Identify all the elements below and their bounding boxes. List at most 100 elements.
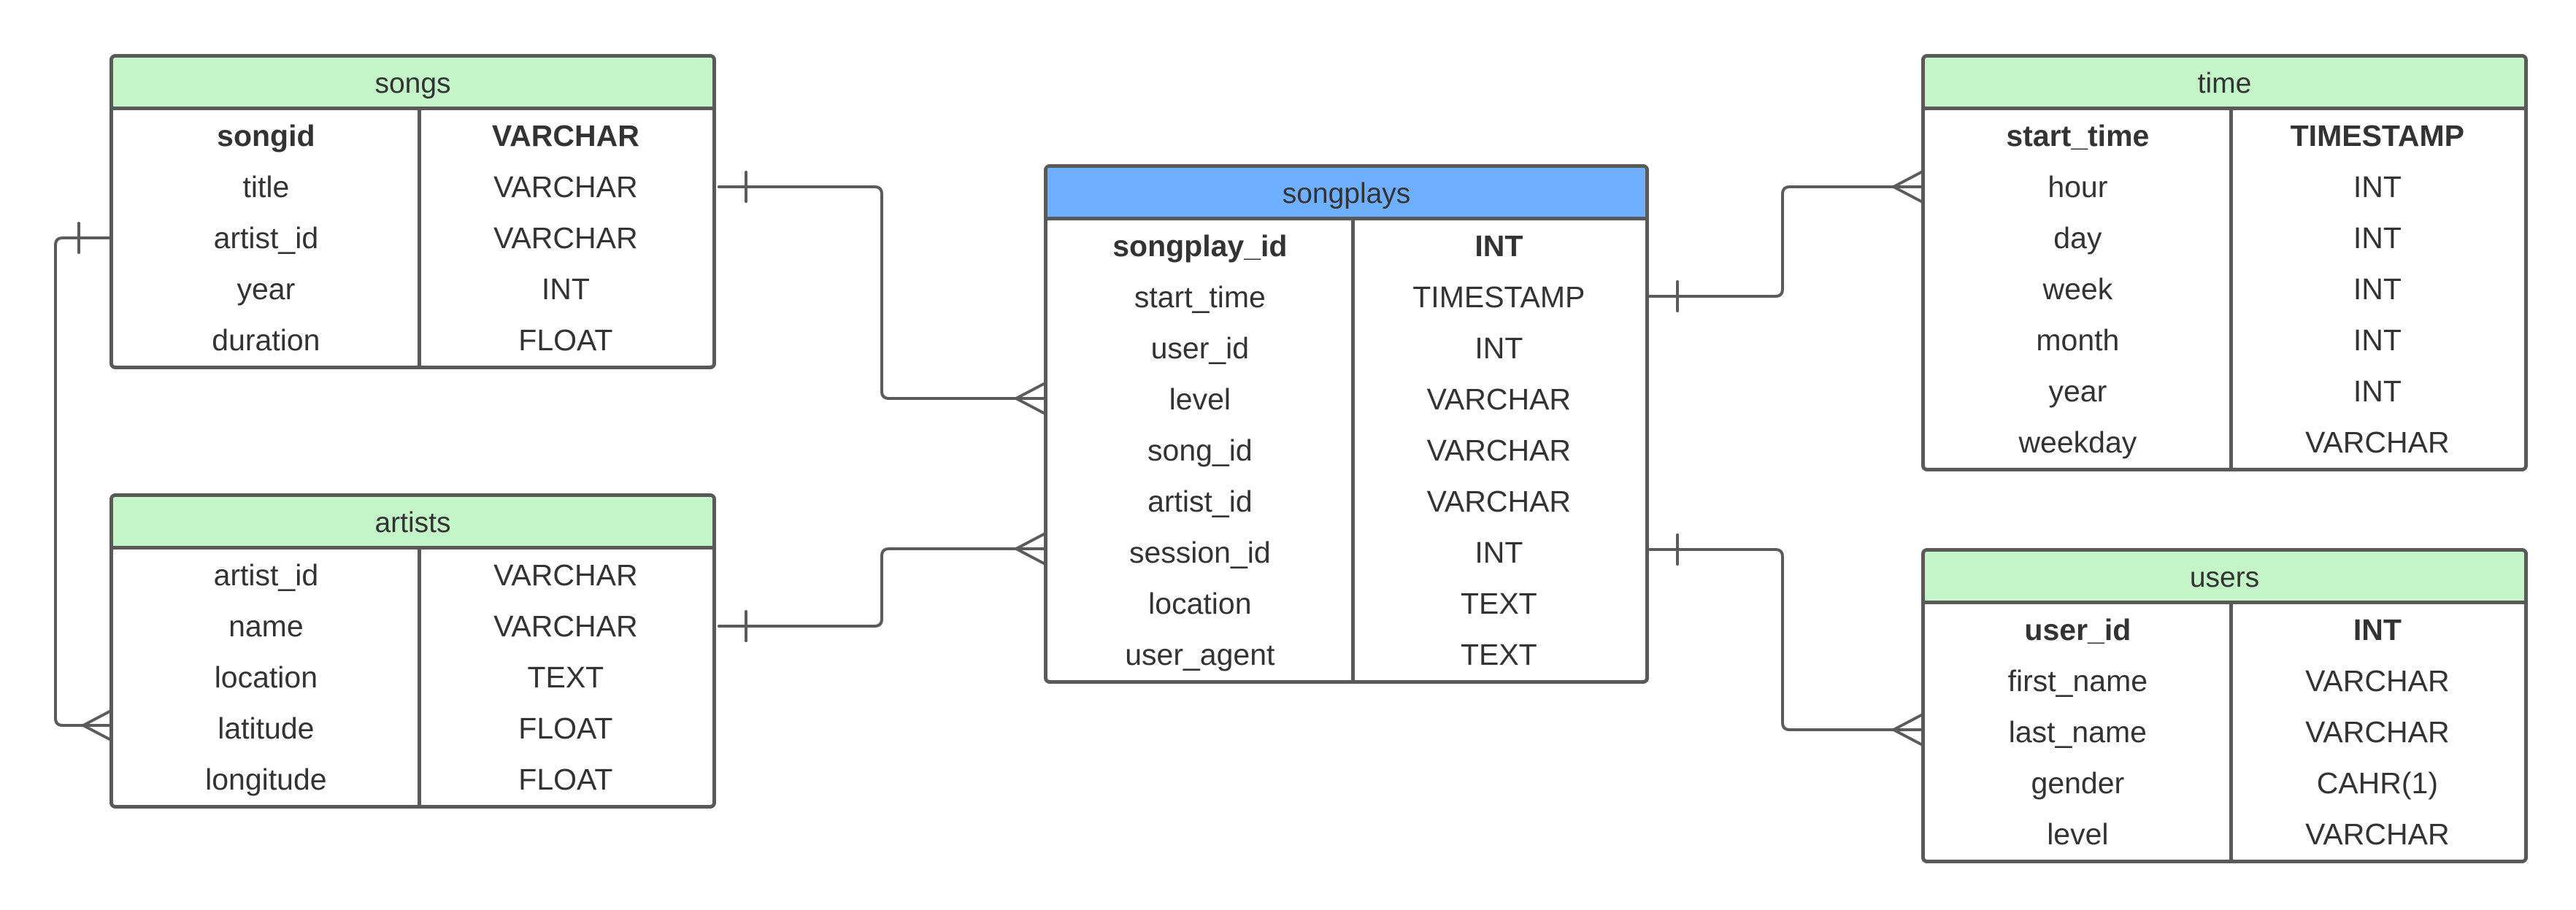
column-type: FLOAT [518,763,613,796]
column-name: level [1169,382,1231,416]
column-type: VARCHAR [1426,382,1572,416]
column-name: song_id [1147,433,1253,467]
connector-artists-songplays [718,533,1045,642]
column-name: month [2036,323,2120,357]
table-header-artists: artists [113,497,712,550]
column-name: day [2053,221,2102,255]
column-type: INT [1475,229,1523,263]
column-type: INT [2353,374,2402,408]
column-name: hour [2048,170,2108,204]
table-row[interactable]: user_id INT [1047,323,1645,374]
primary-key-row[interactable]: user_id INT [1925,604,2524,655]
column-type: TEXT [527,660,604,694]
column-name: gender [2031,766,2125,800]
primary-key-row[interactable]: start_time TIMESTAMP [1925,110,2524,161]
primary-key-row[interactable]: songplay_id INT [1047,220,1645,271]
table-row[interactable]: session_id INT [1047,527,1645,578]
column-type: VARCHAR [2305,664,2450,698]
column-name: songplay_id [1112,229,1288,263]
column-name: latitude [218,712,315,745]
connector-songplays-time [1648,171,1923,312]
table-row[interactable]: week INT [1925,263,2524,315]
column-name: duration [212,323,320,357]
column-type: TEXT [1460,638,1537,671]
table-row[interactable]: day INT [1925,212,2524,263]
column-name: session_id [1129,536,1271,569]
column-type: INT [541,272,590,306]
column-type: VARCHAR [491,119,639,153]
column-name: start_time [2006,119,2150,153]
table-row[interactable]: user_agent TEXT [1047,629,1645,680]
table-header-time: time [1925,58,2524,110]
column-name: last_name [2008,715,2147,749]
column-name: first_name [2007,664,2148,698]
table-row[interactable]: gender CAHR(1) [1925,757,2524,809]
column-type: VARCHAR [493,609,638,643]
table-row[interactable]: location TEXT [1047,578,1645,629]
column-type: INT [2353,613,2402,647]
column-type: VARCHAR [2305,817,2450,851]
table-header-users: users [1925,552,2524,604]
table-row[interactable]: name VARCHAR [113,601,712,652]
connector-songplays-users [1648,533,1923,746]
column-type: TEXT [1460,587,1537,620]
table-row[interactable]: hour INT [1925,161,2524,212]
table-row[interactable]: artist_id VARCHAR [113,212,712,263]
column-type: VARCHAR [493,221,638,255]
table-header-songplays: songplays [1047,168,1645,220]
column-type: INT [1475,536,1523,569]
table-row[interactable]: first_name VARCHAR [1925,655,2524,706]
column-name: year [2048,374,2107,408]
column-type: TIMESTAMP [2290,119,2465,153]
table-row[interactable]: duration FLOAT [113,315,712,366]
table-row[interactable]: location TEXT [113,652,712,703]
column-type: INT [2353,170,2402,204]
primary-key-row[interactable]: songid VARCHAR [113,110,712,161]
column-name: user_id [1150,331,1250,365]
column-name: songid [217,119,315,153]
column-type: INT [2353,272,2402,306]
table-row[interactable]: level VARCHAR [1047,374,1645,425]
column-type: INT [1475,331,1523,365]
column-type: CAHR(1) [2316,766,2438,800]
column-name: name [228,609,304,643]
column-name: location [214,660,318,694]
table-row[interactable]: year INT [1925,366,2524,417]
column-type: VARCHAR [2305,425,2450,459]
column-name: user_agent [1125,638,1275,671]
column-name: user_id [2024,613,2131,647]
table-header-songs: songs [113,58,712,110]
column-name: week [2042,272,2113,306]
table-row[interactable]: latitude FLOAT [113,703,712,754]
column-type: VARCHAR [493,558,638,592]
column-type: TIMESTAMP [1412,280,1585,314]
column-name: artist_id [213,221,319,255]
column-type: FLOAT [518,323,613,357]
column-type: VARCHAR [1426,485,1572,518]
column-type: FLOAT [518,712,613,745]
column-name: location [1148,587,1252,620]
column-type: INT [2353,221,2402,255]
